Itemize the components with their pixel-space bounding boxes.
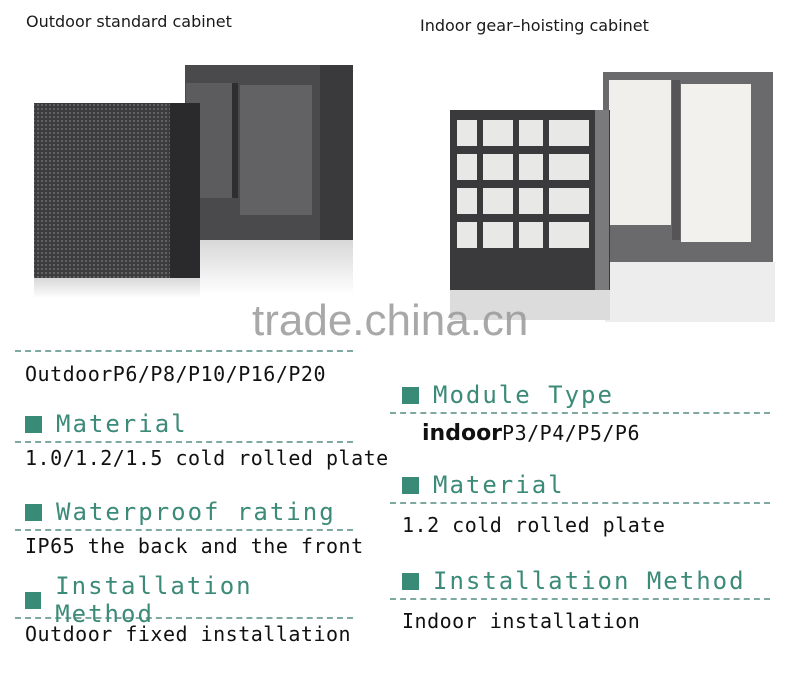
- outdoor-installation-heading: Installation Method: [15, 572, 353, 628]
- bullet-square-icon: [25, 503, 42, 521]
- bullet-square-icon: [25, 591, 42, 609]
- indoor-module-type-heading: Module Type: [390, 378, 770, 412]
- heading-label: Material: [433, 471, 565, 499]
- bullet-square-icon: [25, 415, 42, 433]
- heading-label: Material: [56, 410, 188, 438]
- outdoor-waterproof-heading: Waterproof rating: [15, 495, 353, 529]
- outdoor-specs: OutdoorP6/P8/P10/P16/P20 Material 1.0/1.…: [15, 350, 389, 649]
- heading-label: Waterproof rating: [56, 498, 336, 526]
- bullet-square-icon: [402, 476, 419, 494]
- outdoor-material-value: 1.0/1.2/1.5 cold rolled plate: [25, 446, 389, 470]
- indoor-module-type-value: indoorP3/P4/P5/P6: [390, 418, 770, 448]
- indoor-material-value: 1.2 cold rolled plate: [402, 513, 666, 537]
- watermark: trade.china.cn: [252, 296, 529, 345]
- indoor-label: indoor: [422, 421, 503, 446]
- outdoor-installation-value: Outdoor fixed installation: [25, 622, 352, 646]
- indoor-material-heading: Material: [390, 468, 770, 502]
- heading-label: Installation Method: [55, 572, 253, 628]
- heading-label: Module Type: [433, 381, 614, 409]
- bullet-square-icon: [402, 386, 419, 404]
- divider: [15, 441, 353, 443]
- outdoor-cabinet-image: [34, 65, 353, 298]
- divider: [390, 412, 770, 414]
- indoor-installation-value: Indoor installation: [402, 609, 641, 633]
- outdoor-cabinet-caption: Outdoor standard cabinet: [26, 12, 232, 31]
- indoor-installation-heading: Installation Method: [390, 564, 770, 598]
- outdoor-module-type-value: OutdoorP6/P8/P10/P16/P20: [25, 362, 326, 386]
- heading-label: Installation Method: [433, 567, 746, 595]
- indoor-cabinet-image: [450, 72, 775, 322]
- pitch-list: P3/P4/P5/P6: [502, 421, 640, 445]
- indoor-specs: Module Type indoorP3/P4/P5/P6 Material 1…: [390, 378, 770, 636]
- indoor-cabinet-caption: Indoor gear–hoisting cabinet: [420, 16, 649, 35]
- divider: [390, 502, 770, 504]
- outdoor-material-heading: Material: [15, 407, 353, 441]
- divider: [15, 529, 353, 531]
- bullet-square-icon: [402, 572, 419, 590]
- divider: [15, 617, 353, 619]
- outdoor-waterproof-value: IP65 the back and the front: [25, 534, 364, 558]
- divider: [390, 598, 770, 600]
- divider: [15, 350, 353, 352]
